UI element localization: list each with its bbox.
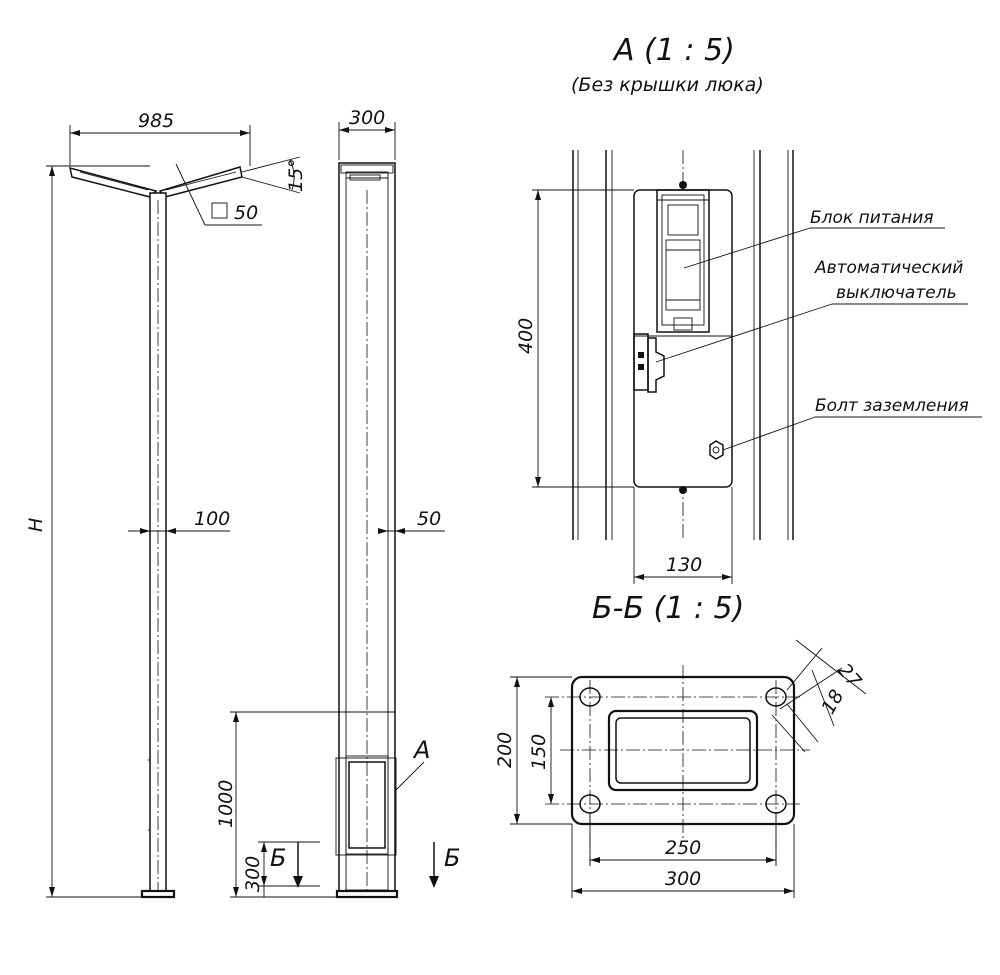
side-hatch — [348, 761, 386, 849]
dim-pole-width: 100 — [194, 508, 230, 530]
ground-bolt — [709, 440, 724, 460]
dim-section-level: 300 — [242, 856, 264, 892]
side-view: А 300 50 1000 300 Б Б — [215, 107, 460, 899]
dim-hatch-width: 130 — [666, 554, 702, 576]
dim-flange-hole-size: 27 — [833, 659, 865, 692]
marker-section-right: Б — [444, 844, 460, 872]
section-bb-title: Б-Б (1 : 5) — [592, 591, 744, 626]
detail-a-title: А (1 : 5) — [612, 33, 735, 68]
dim-arm-angle: 15° — [285, 158, 307, 192]
marker-section-left: Б — [270, 844, 286, 872]
label-power-supply: Блок питания — [810, 208, 933, 228]
dim-arm-span: 985 — [138, 110, 174, 132]
label-ground-bolt: Болт заземления — [815, 396, 969, 416]
detail-a-subtitle: (Без крышки люка) — [571, 74, 764, 96]
front-view: 985 15° 50 H 100 — [25, 110, 307, 899]
dim-flange-width: 300 — [665, 868, 701, 890]
section-bb-view: Б-Б (1 : 5) 150 200 — [494, 591, 867, 898]
dim-base-zone: 1000 — [215, 780, 237, 828]
detail-a-view: А (1 : 5) (Без крышки люка) — [515, 33, 982, 584]
dim-flange-hole-offset: 18 — [817, 686, 848, 718]
dim-arm-section: 50 — [234, 202, 258, 224]
power-supply-unit — [656, 189, 710, 333]
marker-view-a: А — [412, 736, 430, 764]
label-breaker-line2: выключатель — [836, 283, 957, 303]
pole-base — [140, 889, 176, 899]
dim-hatch-height: 400 — [515, 318, 537, 354]
dim-side-width: 300 — [349, 107, 385, 129]
dim-flange-height: 200 — [494, 732, 516, 768]
label-breaker-line1: Автоматический — [814, 258, 963, 278]
dim-side-depth: 50 — [417, 508, 441, 530]
view-a-frame — [335, 757, 397, 856]
dim-height: H — [25, 518, 47, 532]
right-arm — [158, 166, 243, 198]
breaker-unit — [633, 333, 665, 393]
dim-flange-inner-height: 150 — [528, 734, 550, 770]
dim-flange-inner-width: 250 — [665, 837, 701, 859]
